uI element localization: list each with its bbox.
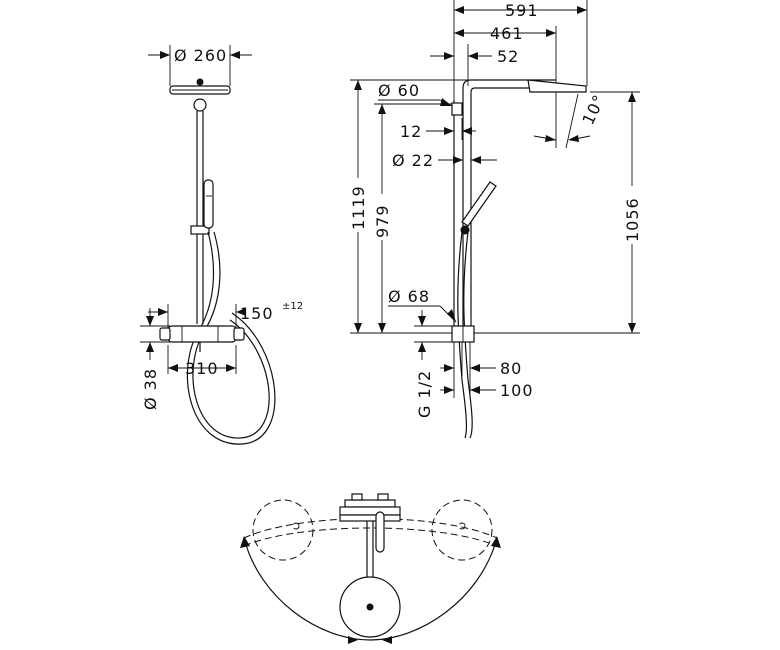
side-view: 591 461 52	[349, 0, 642, 439]
side-pipe-diameter-label: Ø 22	[392, 151, 434, 170]
side-arm-offset-dimension: 52	[430, 47, 519, 66]
front-thermostat-width-label: 310	[185, 359, 219, 378]
side-arm-diameter-label: Ø 60	[378, 81, 420, 100]
side-arm-diameter-annotation: Ø 60	[378, 81, 453, 107]
side-bracket-height-dimension: 979	[373, 104, 392, 333]
side-depth-80-label: 80	[500, 359, 522, 378]
front-offset-tolerance: ±12	[282, 301, 303, 312]
side-wall-gap-dimension: 12	[400, 118, 476, 141]
front-thermostat-diameter-dimension: Ø 38	[140, 308, 170, 410]
front-shower-head	[169, 78, 231, 112]
side-total-height-dimension: 1119	[349, 80, 368, 333]
front-thermostat-diameter-label: Ø 38	[141, 368, 160, 410]
top-view	[240, 493, 501, 644]
side-arm-offset-label: 52	[497, 47, 519, 66]
side-thermostat-diameter-label: Ø 68	[388, 287, 430, 306]
side-thermostat-annotation: Ø 68	[388, 287, 475, 343]
front-thermostat-width-dimension: 310	[167, 345, 237, 378]
side-head-height-dimension: 1056	[623, 92, 642, 333]
side-wall-gap-label: 12	[400, 122, 422, 141]
side-tilt-angle-label: 10°	[578, 91, 608, 127]
front-thermostat	[159, 325, 245, 352]
front-head-diameter-label: Ø 260	[174, 46, 227, 65]
side-connection-dimension: G 1/2	[414, 310, 452, 418]
top-dashed-arc-lower	[243, 527, 498, 547]
top-swivel-arc	[243, 537, 498, 641]
front-view: Ø 260	[140, 45, 303, 445]
front-riser-pipe	[186, 111, 276, 445]
side-bracket-height-label: 979	[373, 204, 392, 238]
front-head-diameter-dimension: Ø 260	[148, 45, 252, 86]
top-thermostat	[339, 493, 401, 522]
front-offset-label: 150	[240, 304, 274, 323]
side-total-reach-label: 591	[505, 1, 539, 20]
side-total-height-label: 1119	[349, 185, 368, 230]
side-head-reach-dimension: 461	[454, 24, 556, 43]
side-depth-100-label: 100	[500, 381, 534, 400]
side-depth-dimensions: 80 100	[440, 342, 534, 400]
side-tilt-angle-dimension: 10°	[533, 91, 609, 149]
side-riser-arm	[451, 79, 587, 342]
top-dashed-arc-upper	[243, 518, 498, 539]
side-total-reach-dimension: 591	[454, 1, 587, 20]
side-head-height-label: 1056	[623, 197, 642, 242]
front-offset-dimension: 150 ±12	[148, 301, 303, 328]
top-left-head-position	[252, 499, 314, 561]
side-connection-thread-label: G 1/2	[415, 370, 434, 418]
top-right-head-position	[431, 499, 493, 561]
side-pipe-diameter-dimension: Ø 22	[392, 151, 497, 170]
side-hand-shower	[457, 181, 497, 439]
side-head-reach-label: 461	[490, 24, 524, 43]
